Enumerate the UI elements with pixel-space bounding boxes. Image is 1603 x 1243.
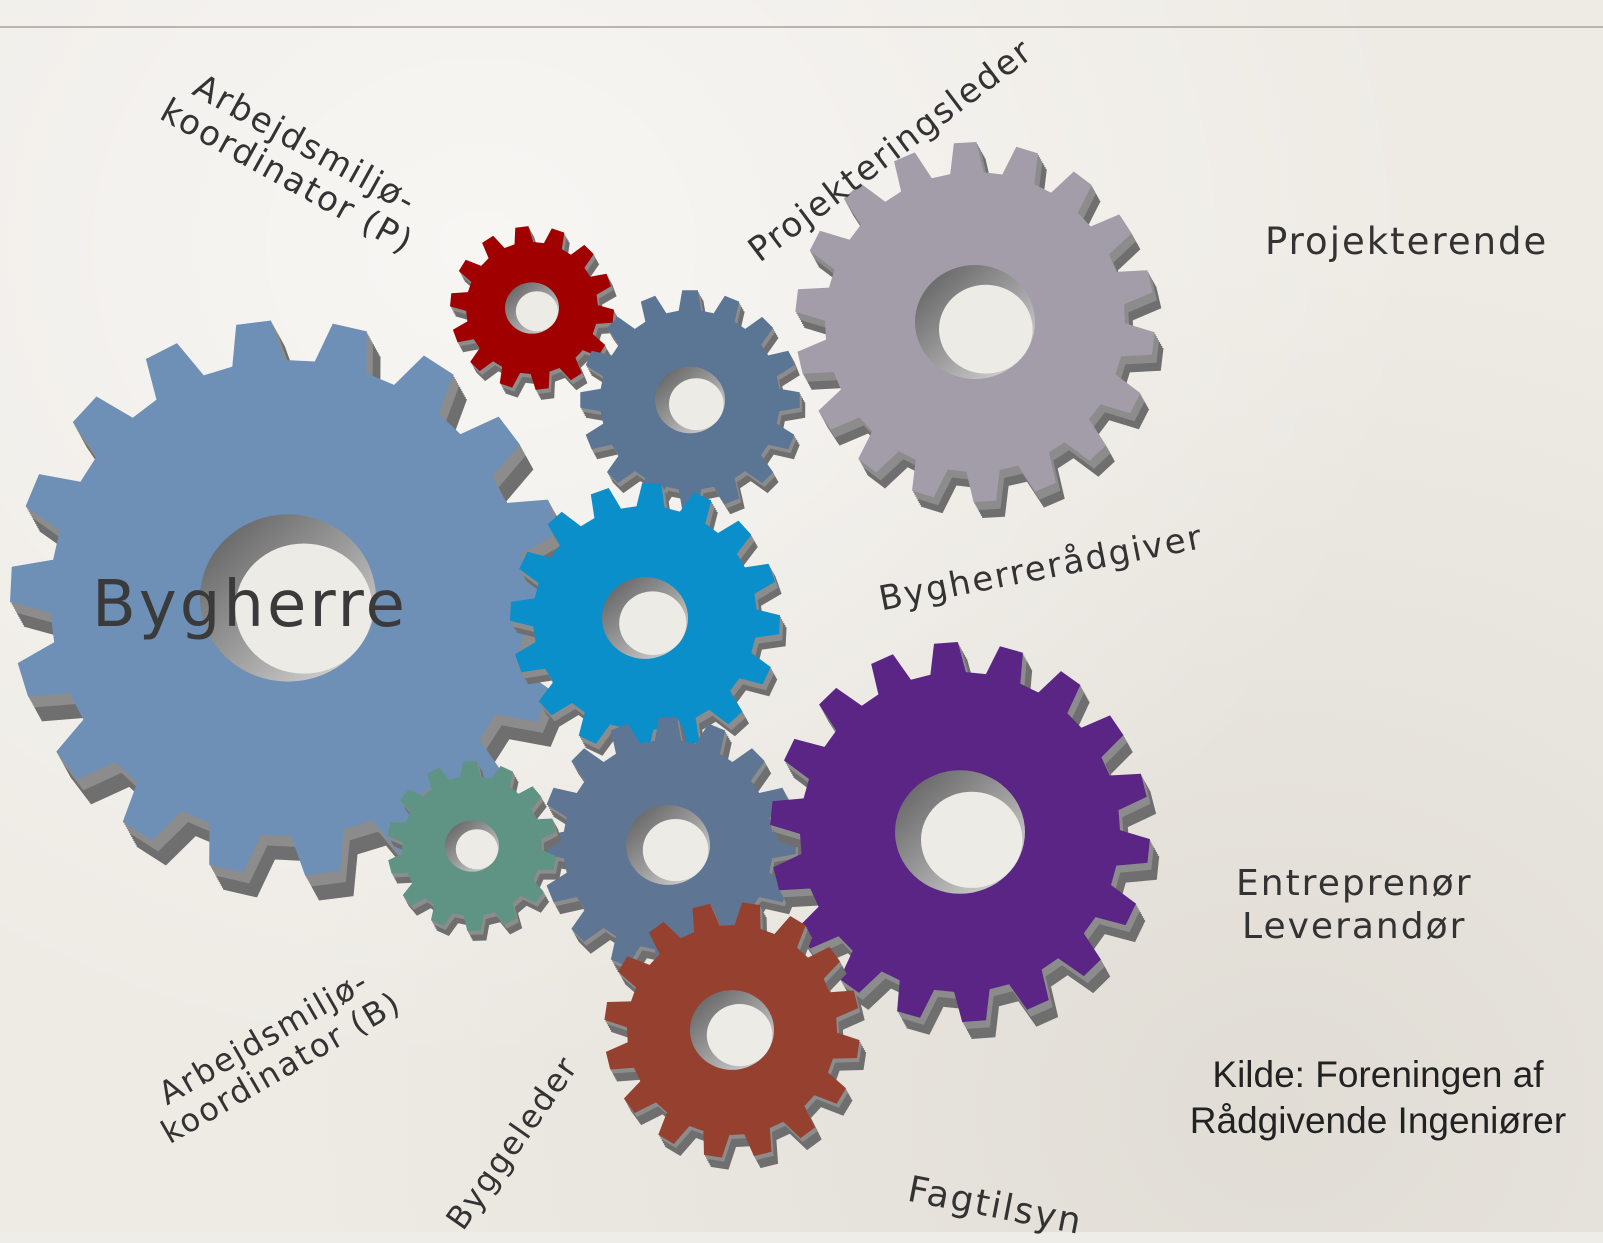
entreprenoer-line1: Entreprenør [1236, 863, 1473, 904]
label-bygherre: Bygherre [92, 568, 408, 642]
fagtilsyn-gear [604, 902, 867, 1170]
projekterende-gear [795, 142, 1164, 518]
entreprenoer-line2: Leverandør [1242, 906, 1467, 948]
amk-b-gear [387, 761, 562, 941]
label-projekterende: Projekterende [1265, 220, 1549, 263]
bygherre-gear [10, 320, 580, 901]
projekterende-text: Projekterende [1265, 220, 1549, 263]
bygherre-text: Bygherre [92, 568, 408, 642]
bygherreraadgiver-gear [510, 483, 787, 765]
entreprenoer-gear [770, 642, 1160, 1039]
source-citation: Kilde: Foreningen af Rådgivende Ingeniør… [1158, 1052, 1598, 1145]
amk-p-gear [450, 226, 620, 400]
top-divider [0, 26, 1603, 28]
source-line1: Kilde: Foreningen af [1212, 1054, 1544, 1095]
projekteringsleder-gear [580, 290, 806, 520]
label-entreprenoer: Entreprenør Leverandør [1236, 862, 1473, 948]
source-line2: Rådgivende Ingeniører [1189, 1100, 1567, 1142]
